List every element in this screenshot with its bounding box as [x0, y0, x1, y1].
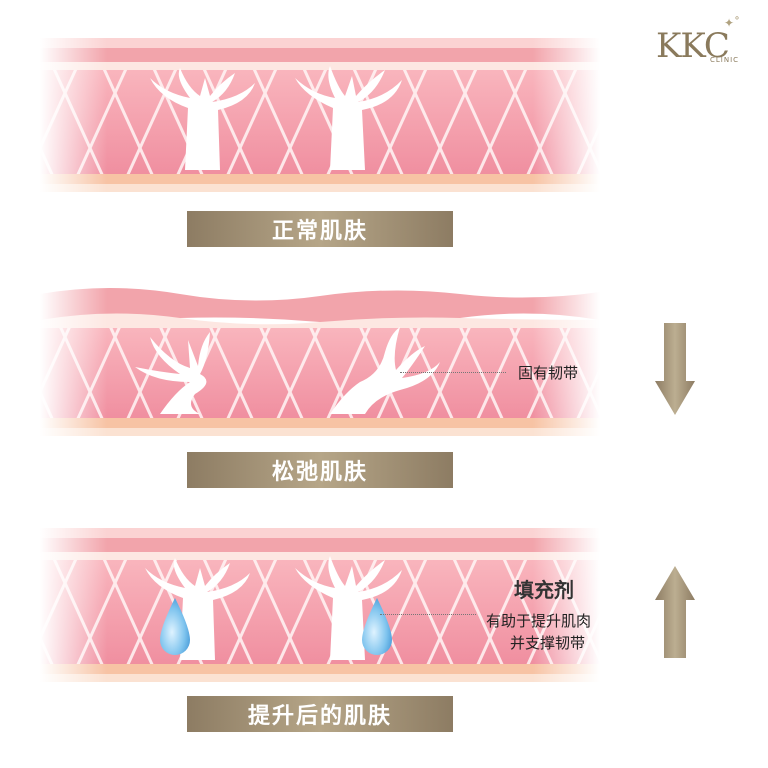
skin-diagram-sagging	[40, 282, 600, 462]
skin-diagram-normal	[40, 38, 600, 218]
filler-leader-line	[380, 614, 476, 615]
filler-title: 填充剂	[514, 578, 574, 602]
logo-sub: CLINIC	[710, 56, 740, 64]
label-sagging-skin: 松弛肌肤	[187, 452, 453, 488]
skin-diagram-lifted	[40, 528, 600, 708]
filler-desc-line1: 有助于提升肌肉	[486, 612, 592, 630]
logo-brand: KKC	[656, 26, 730, 66]
up-arrow-icon	[655, 566, 695, 662]
sparkle-icon: ✦˚	[724, 16, 741, 30]
clinic-logo: KKC CLINIC ✦˚	[656, 16, 756, 68]
filler-desc-line2: 并支撑韧带	[510, 634, 586, 652]
ligament-leader-line	[400, 372, 506, 373]
label-normal-skin: 正常肌肤	[187, 211, 453, 247]
label-lifted-skin: 提升后的肌肤	[187, 696, 453, 732]
ligament-label: 固有韧带	[518, 364, 579, 382]
down-arrow-icon	[655, 323, 695, 419]
